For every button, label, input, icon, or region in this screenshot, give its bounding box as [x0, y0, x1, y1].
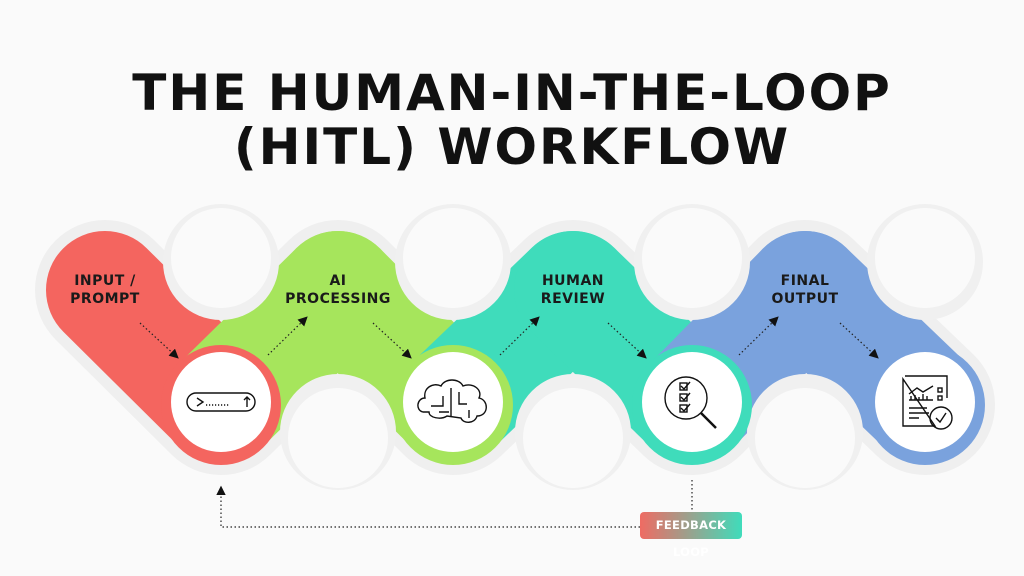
- flow-arrow-up: [267, 316, 308, 356]
- icon-circle: [171, 352, 271, 452]
- carve: [171, 208, 271, 308]
- prompt-input-icon: [186, 392, 256, 412]
- carve: [875, 208, 975, 308]
- icon-circle: [403, 352, 503, 452]
- carve: [288, 388, 388, 488]
- icon-circle: [875, 352, 975, 452]
- flow-arrow-down: [839, 322, 879, 359]
- carve: [642, 208, 742, 308]
- flow-arrow-down: [139, 322, 179, 359]
- flow-arrow-up: [738, 316, 779, 356]
- checklist-magnifier-icon: [664, 376, 717, 429]
- title-line-1: THE HUMAN-IN-THE-LOOP: [132, 64, 892, 122]
- feedback-loop-tag: FEEDBACK LOOP: [640, 512, 742, 559]
- flow-arrow-down: [372, 322, 412, 359]
- flow-arrow-down: [607, 322, 647, 359]
- flow-arrow-up: [499, 316, 540, 356]
- carve: [755, 388, 855, 488]
- circuit-brain-icon: [417, 379, 487, 423]
- stage-label-input: INPUT /PROMPT: [70, 273, 140, 307]
- title-line-2: (HITL) WORKFLOW: [233, 118, 791, 176]
- icon-circle: [642, 352, 742, 452]
- feedback-line-return: [216, 485, 640, 528]
- carve: [523, 388, 623, 488]
- report-check-icon: [902, 375, 953, 430]
- carve: [403, 208, 503, 308]
